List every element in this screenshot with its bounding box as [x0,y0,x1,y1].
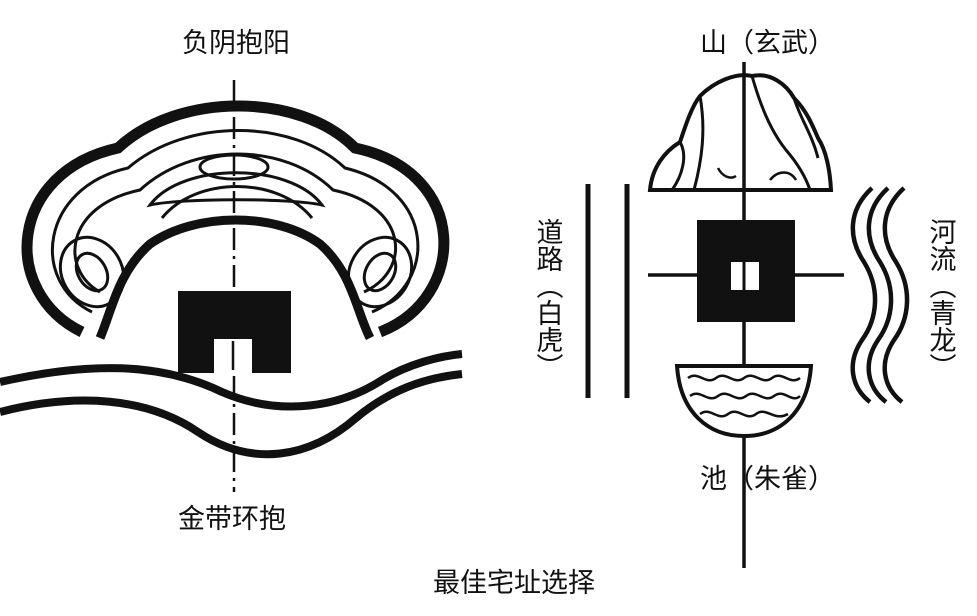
right-knoll-inner [362,251,398,293]
mountain-contour-e [716,167,798,181]
label-fu-yin-bao-yang: 负阴抱阳 [182,28,290,59]
mountain-contour-b [750,75,812,191]
river-line-upper [0,350,463,411]
right-house [697,220,795,322]
mountain-contour-c [670,141,686,191]
river-line-lower [0,370,463,459]
river-wave-2 [866,186,894,404]
pond-wave-1 [687,374,801,382]
mountain-contour-outer [21,100,450,338]
label-pond-south: 池（朱雀） [700,464,835,495]
right-knoll-outer [346,235,414,309]
pond-wave-3 [699,410,789,418]
mountain-contour-4 [160,185,314,219]
left-knoll-inner [74,251,110,293]
pond-wave-2 [689,392,801,400]
label-jin-dai-huan-bao: 金带环抱 [178,504,286,535]
mountain-inner-ring [146,171,326,208]
label-road-west: 道路（白虎） [531,218,563,380]
diagram-caption: 最佳宅址选择 [433,568,595,599]
mountain-contour-d [792,97,820,159]
mountain-contour-2 [50,129,420,314]
pond-bowl [674,364,814,439]
river-wave-3 [882,186,910,404]
left-knoll-outer [58,235,126,309]
left-panel [0,80,463,492]
left-house [178,291,291,373]
label-river-east: 河流（青龙） [924,218,956,380]
river-wave-1 [850,186,878,404]
mountain-contour-a [692,95,705,191]
label-mountain-north: 山（玄武） [700,28,835,59]
